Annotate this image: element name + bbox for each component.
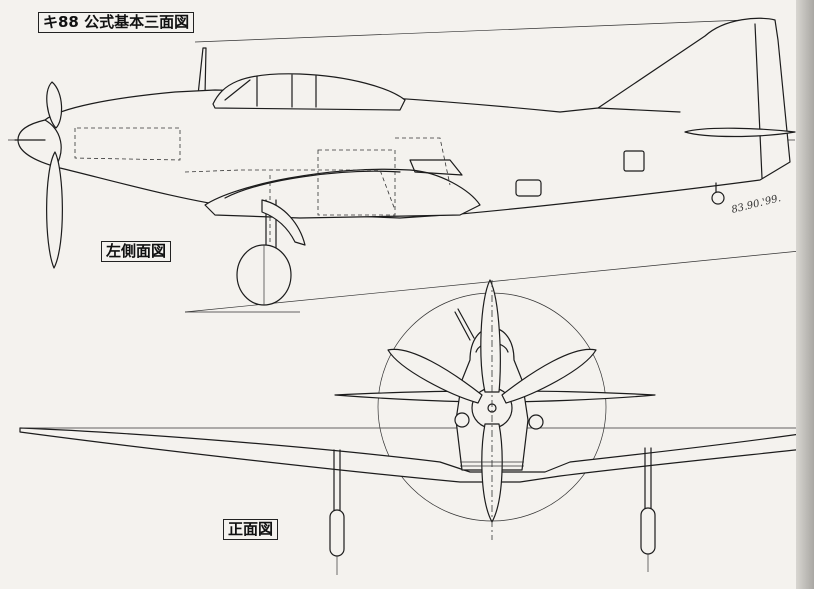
front-view-drawing <box>19 279 814 575</box>
side-view-drawing <box>8 17 811 313</box>
page-binding-edge <box>796 0 814 589</box>
front-view-label: 正面図 <box>223 519 279 540</box>
side-view-label: 左側面図 <box>101 241 172 262</box>
drawing-title: キ88 公式基本三面図 <box>38 12 195 33</box>
